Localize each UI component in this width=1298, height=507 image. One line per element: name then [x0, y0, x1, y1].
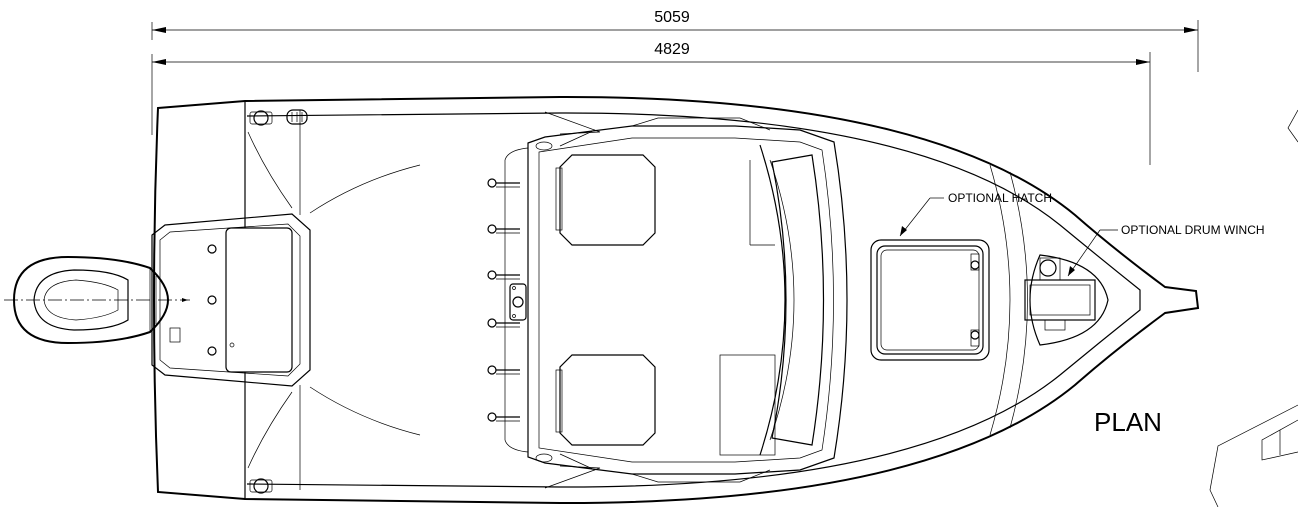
rod-holder [487, 270, 520, 280]
rod-holder [487, 178, 520, 188]
hatch-latch-top [970, 253, 980, 271]
cabin [504, 117, 848, 483]
hull-outline [153, 95, 1200, 505]
optional-hatch [870, 239, 990, 361]
seat-bottom [555, 354, 656, 446]
view-label: PLAN [1094, 407, 1162, 437]
dimension-hull: 4829 [151, 41, 1151, 165]
callout-optional-hatch-label: OPTIONAL HATCH [948, 191, 1052, 205]
callout-optional-drum-winch-label: OPTIONAL DRUM WINCH [1121, 223, 1265, 237]
callout-optional-hatch: OPTIONAL HATCH [899, 191, 1052, 237]
transom [151, 213, 311, 387]
callout-optional-drum-winch: OPTIONAL DRUM WINCH [1067, 223, 1265, 277]
optional-drum-winch [1024, 254, 1109, 346]
stern-cleat-top [249, 110, 273, 126]
foredeck-line [989, 164, 1011, 436]
seat-top [555, 154, 656, 246]
dimension-hull-label: 4829 [654, 41, 690, 58]
dimension-overall: 5059 [151, 9, 1199, 72]
transom-bolts [169, 244, 235, 356]
rod-holders [487, 178, 520, 422]
adjacent-view-fragment [1209, 109, 1298, 507]
rod-holder [487, 412, 520, 422]
stern-cleat-bottom [249, 478, 273, 494]
rod-holder [487, 318, 520, 328]
stern-fitting-top [286, 109, 308, 125]
rod-holder [487, 224, 520, 234]
dimension-overall-label: 5059 [654, 9, 690, 26]
rod-holder [487, 365, 520, 375]
foredeck-line [1009, 171, 1028, 429]
outboard-motor [12, 255, 188, 345]
hatch-latch-bottom [970, 329, 980, 347]
cabin-door-fitting [509, 283, 527, 321]
